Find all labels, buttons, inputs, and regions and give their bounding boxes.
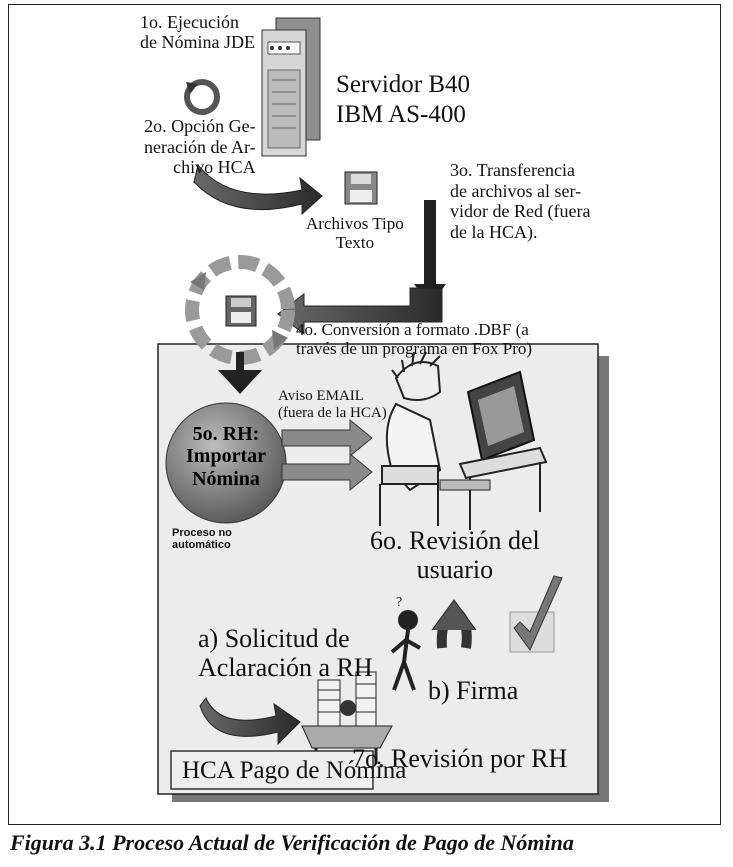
figure-frame [8,4,721,825]
hca-label-box [170,750,374,790]
step-7-label: 7o. Revisión por RH [352,744,568,773]
email-label: Aviso EMAIL(fuera de la HCA) [278,388,387,421]
arrow-to-rh [199,697,301,746]
floppy-disk-icon [344,171,378,205]
arrow-to-import [218,352,262,394]
email-arrow-1 [281,418,373,458]
option-b-label: b) Firma [428,676,519,705]
arrow-transfer-down [414,200,446,306]
server-icon [261,17,321,157]
email-arrow-2 [281,452,373,492]
confused-person-icon: ? [390,595,421,691]
step-2-label: 2o. Opción Ge-neración de Ar-chivo HCA [144,116,256,178]
checkmark-icon [509,575,563,653]
user-at-computer-icon [379,351,548,530]
arrow-to-files [193,163,323,216]
fork-arrow-head [431,599,477,631]
hca-box-label: HCA Pago de Nómina [182,757,407,784]
cycle-icon [184,79,220,115]
rh-desk-icon [301,671,393,764]
import-ball [165,402,287,524]
figure-caption: Figura 3.1 Proceso Actual de Verificació… [10,830,574,855]
svg-text:?: ? [396,595,402,610]
